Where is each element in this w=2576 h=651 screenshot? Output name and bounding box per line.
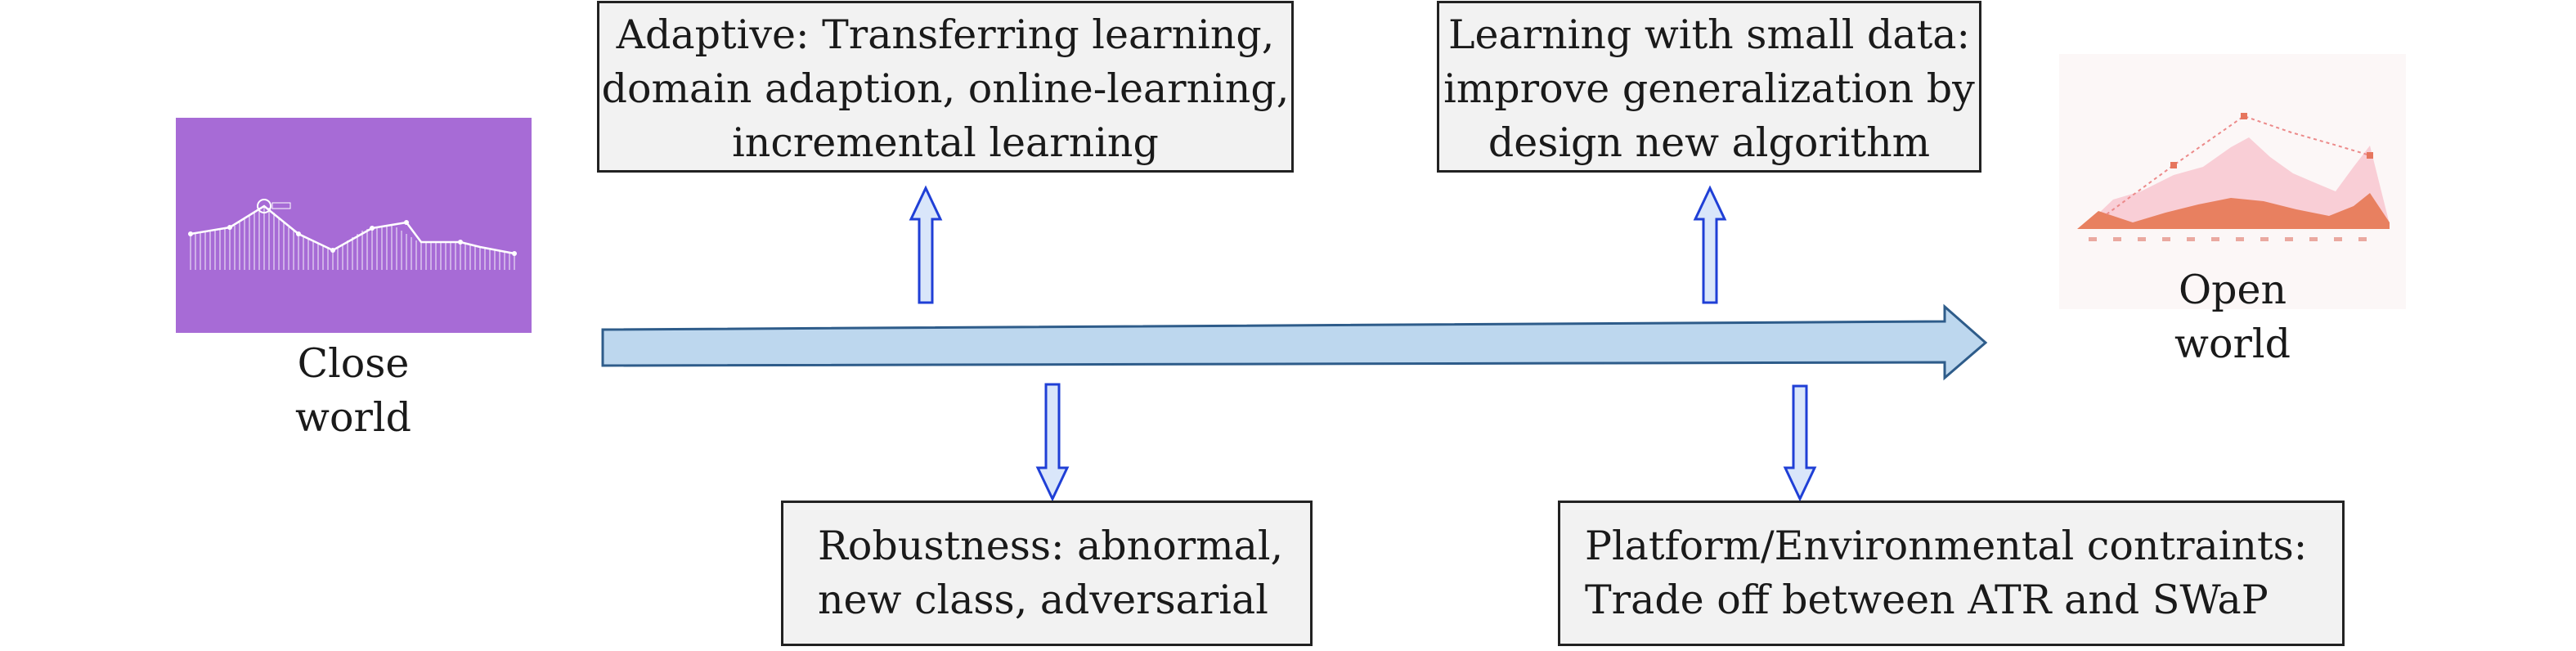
open-world-axis-ticks	[2089, 237, 2367, 241]
close-world-caption-line-1: Close	[297, 340, 410, 387]
robustness-box-line-1: Robustness: abnormal,	[818, 523, 1284, 569]
open-world-caption-line-1: Open	[2178, 267, 2287, 313]
open-world-caption: Open world	[2134, 263, 2331, 371]
open-world-area-chart-graphic	[2077, 113, 2390, 241]
arrow-up-adaptive	[909, 185, 943, 304]
arrow-down-platform	[1783, 384, 1817, 502]
small-data-box-line-2: improve generalization by	[1443, 65, 1975, 112]
main-progress-arrow	[601, 303, 1988, 381]
arrow-up-small-data	[1693, 185, 1727, 304]
robustness-box-line-2: new class, adversarial	[818, 577, 1268, 623]
close-world-bars	[190, 206, 515, 270]
adaptive-box-line-1: Adaptive: Transferring learning,	[616, 11, 1275, 58]
open-world-image	[2059, 54, 2406, 309]
close-world-caption: Close world	[255, 337, 451, 445]
robustness-box: Robustness: abnormal, new class, adversa…	[781, 501, 1313, 646]
platform-box: Platform/Environmental contraints: Trade…	[1558, 501, 2345, 646]
close-world-points	[188, 220, 517, 256]
small-data-box-line-3: design new algorithm	[1488, 119, 1931, 166]
adaptive-box-line-2: domain adaption, online-learning,	[601, 65, 1290, 112]
arrow-down-robustness	[1035, 383, 1070, 502]
platform-box-line-1: Platform/Environmental contraints:	[1585, 523, 2308, 569]
open-world-front-area	[2077, 193, 2390, 229]
platform-box-line-2: Trade off between ATR and SWaP	[1585, 577, 2269, 623]
adaptive-box: Adaptive: Transferring learning, domain …	[597, 1, 1294, 173]
adaptive-box-line-3: incremental learning	[732, 119, 1159, 166]
close-world-line-chart-graphic	[188, 199, 517, 270]
close-world-highlight	[257, 199, 272, 213]
open-world-points	[2170, 113, 2373, 168]
close-world-tooltip	[272, 202, 291, 209]
close-world-caption-line-2: world	[295, 394, 411, 441]
close-world-image	[176, 118, 532, 333]
small-data-box-line-1: Learning with small data:	[1447, 11, 1971, 58]
open-world-back-area	[2082, 137, 2390, 229]
open-world-caption-line-2: world	[2174, 321, 2291, 367]
small-data-box: Learning with small data: improve genera…	[1437, 1, 1981, 173]
